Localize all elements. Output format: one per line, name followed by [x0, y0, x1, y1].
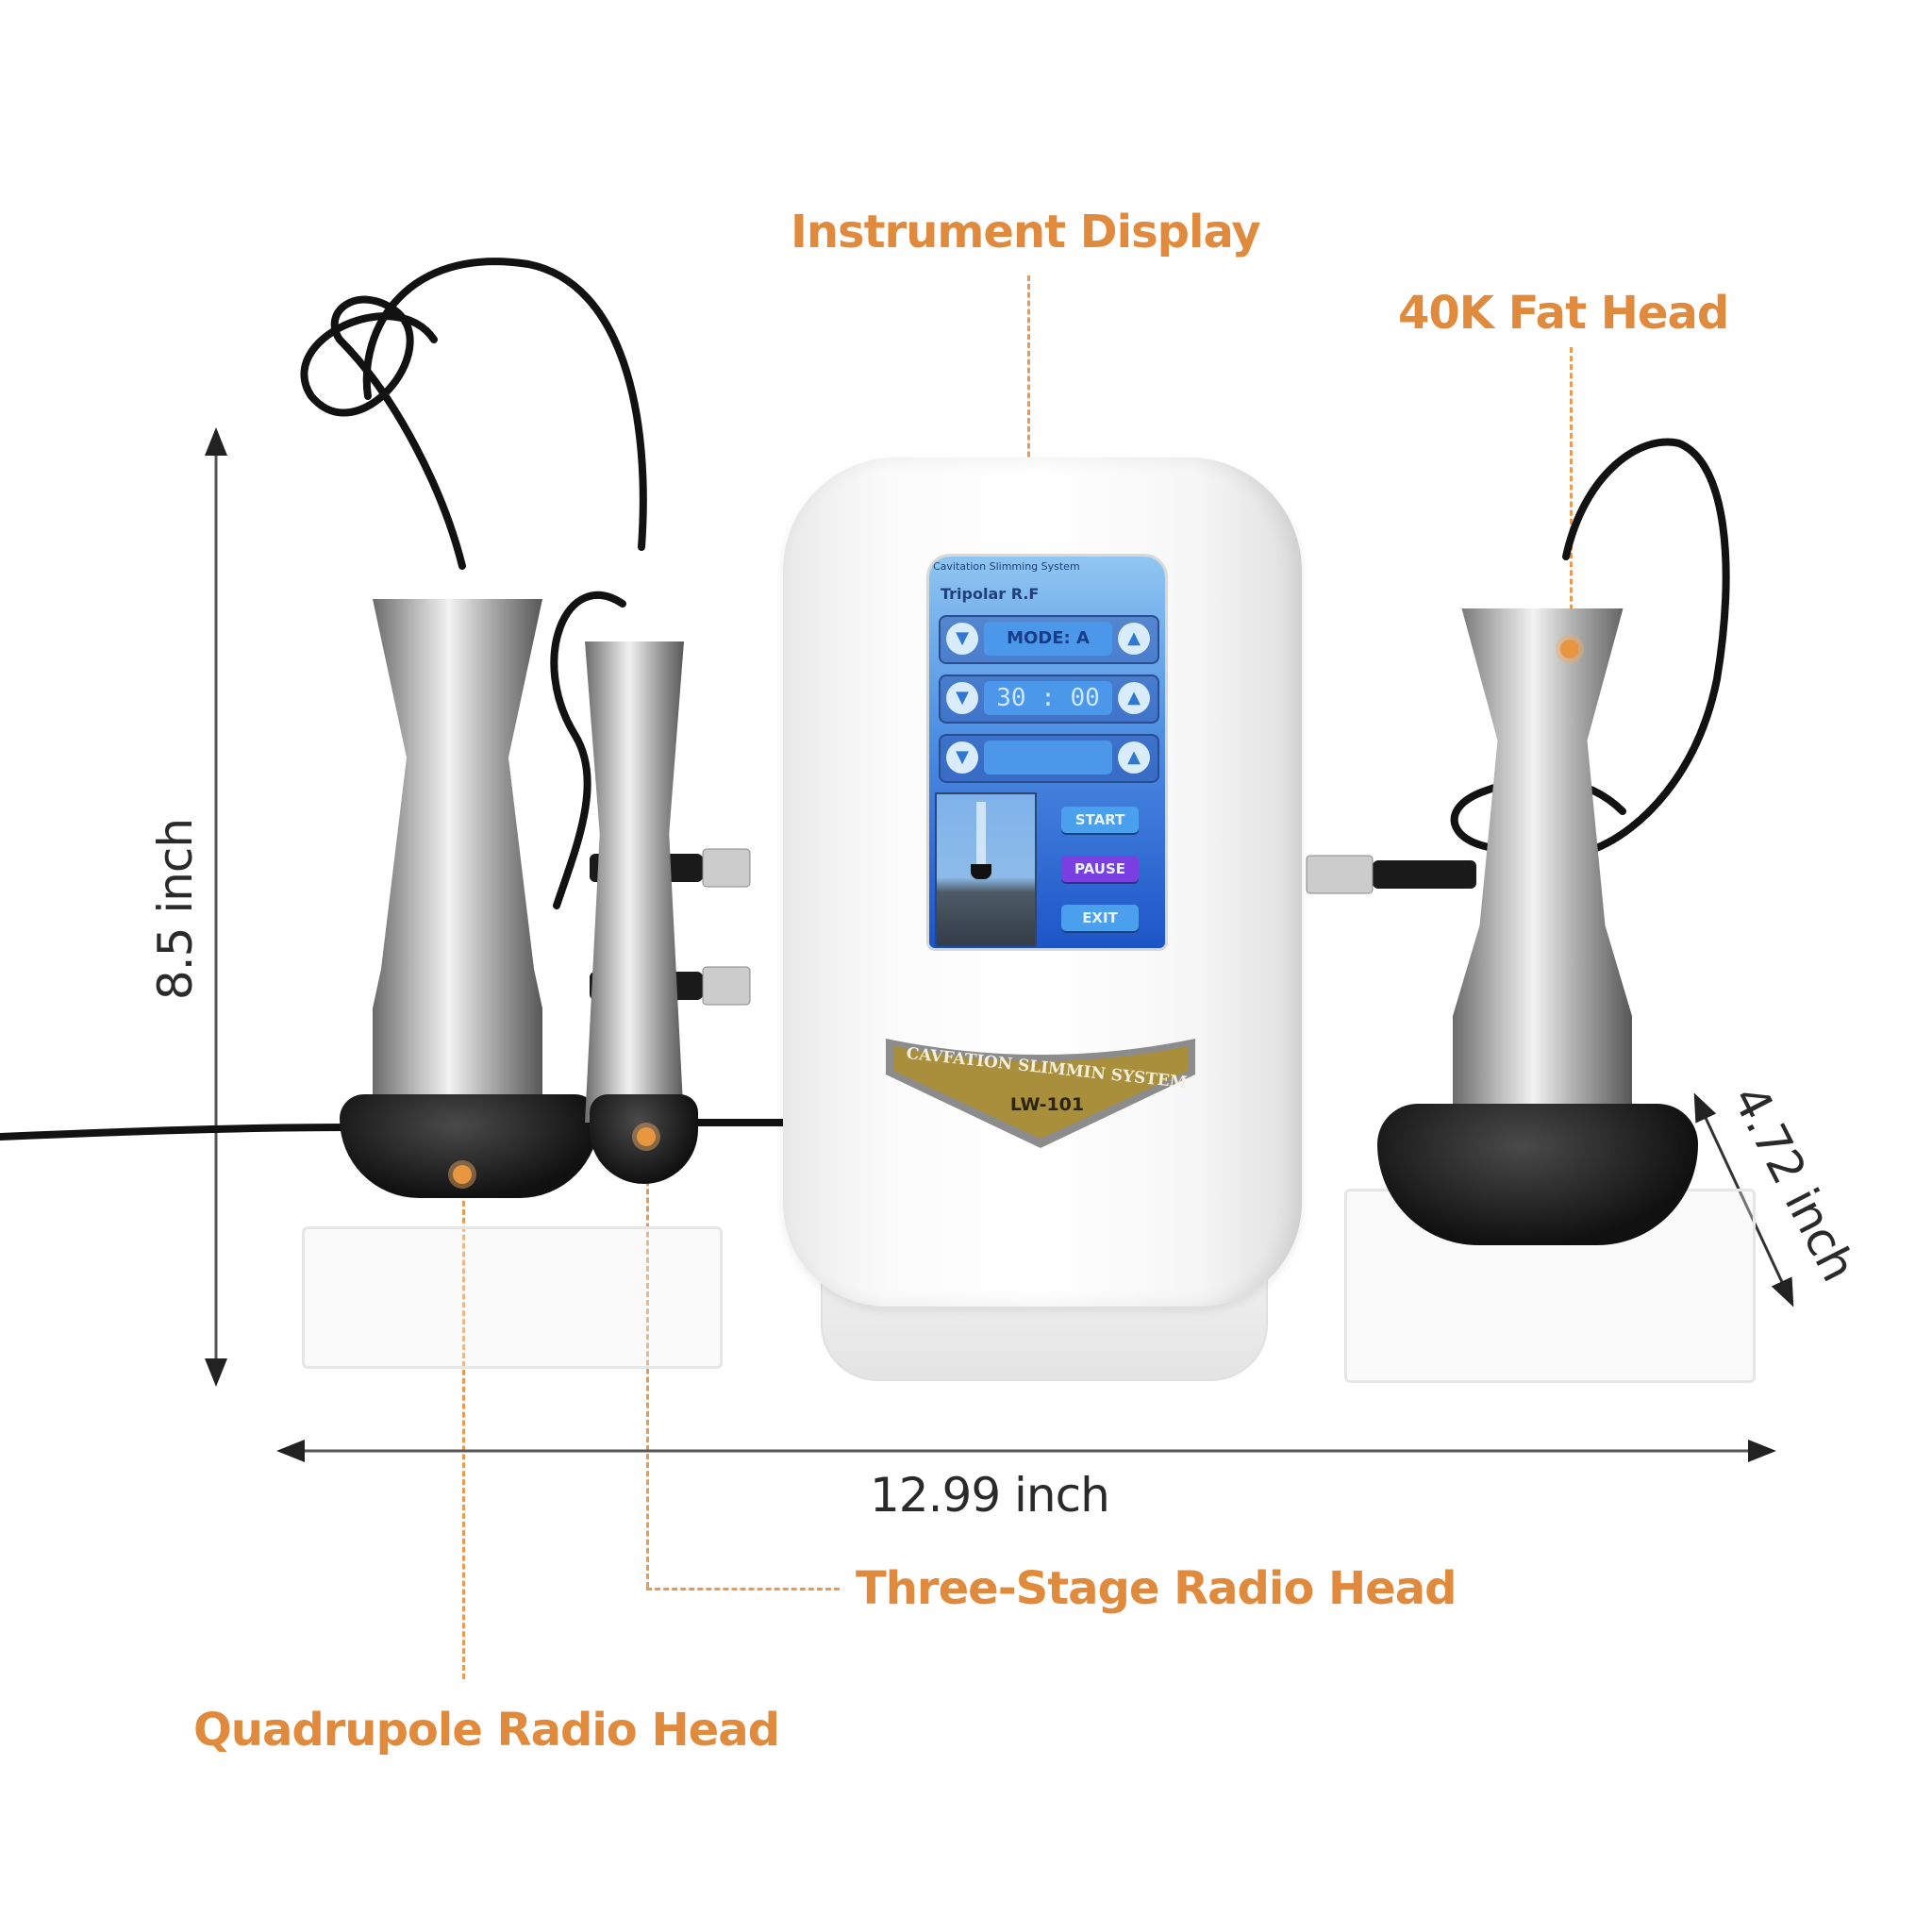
mode-row: ▼ MODE: A ▲ [939, 615, 1159, 664]
screen-title: Cavitation Slimming System [933, 560, 1080, 573]
exit-button[interactable]: EXIT [1061, 905, 1139, 931]
timer-down-button[interactable]: ▼ [946, 682, 978, 714]
screen-subtitle: Tripolar R.F [941, 585, 1040, 603]
timer-field: 30 : 00 [984, 681, 1112, 715]
leader-line-instrument-display [1027, 275, 1030, 491]
pause-button[interactable]: PAUSE [1061, 856, 1139, 882]
timer-up-button[interactable]: ▲ [1118, 682, 1150, 714]
quadrupole-head-base [340, 1094, 599, 1198]
leader-line-40k-fat-head [1570, 347, 1573, 636]
mode-down-button[interactable]: ▼ [946, 623, 978, 655]
marker-dot-40k-fat-head [1560, 640, 1579, 658]
intensity-field [984, 741, 1112, 774]
instrument-display-screen: Cavitation Slimming System Tripolar R.F … [929, 557, 1165, 948]
callout-40k-fat-head: 40K Fat Head [1398, 287, 1729, 340]
marker-dot-quadrupole [453, 1165, 472, 1184]
callout-three-stage-radio-head: Three-Stage Radio Head [856, 1562, 1457, 1615]
timer-row: ▼ 30 : 00 ▲ [939, 675, 1159, 724]
leader-line-quadrupole [462, 1184, 465, 1679]
mode-field: MODE: A [984, 622, 1112, 656]
callout-instrument-display: Instrument Display [791, 206, 1261, 258]
quadrupole-radio-head [373, 599, 542, 1127]
start-button[interactable]: START [1061, 807, 1139, 833]
intensity-up-button[interactable]: ▲ [1118, 741, 1150, 774]
dimension-width-label: 12.99 inch [870, 1468, 1110, 1523]
probe-icon [976, 802, 986, 868]
intensity-down-button[interactable]: ▼ [946, 741, 978, 774]
intensity-row: ▼ ▲ [939, 734, 1159, 783]
marker-dot-three-stage [637, 1127, 656, 1146]
acrylic-stand-left [302, 1226, 723, 1369]
depth-arrow [1693, 1092, 1794, 1307]
head-preview-image [935, 792, 1037, 947]
callout-quadrupole-radio-head: Quadrupole Radio Head [193, 1704, 780, 1757]
40k-fat-head-base [1377, 1104, 1698, 1245]
leader-line-three-stage-horizontal [646, 1588, 840, 1591]
badge-model: LW-101 [1009, 1094, 1085, 1115]
model-badge [886, 1039, 1195, 1148]
three-stage-radio-head [585, 641, 684, 1123]
probe-tip-icon [971, 864, 991, 879]
mode-up-button[interactable]: ▲ [1118, 623, 1150, 655]
